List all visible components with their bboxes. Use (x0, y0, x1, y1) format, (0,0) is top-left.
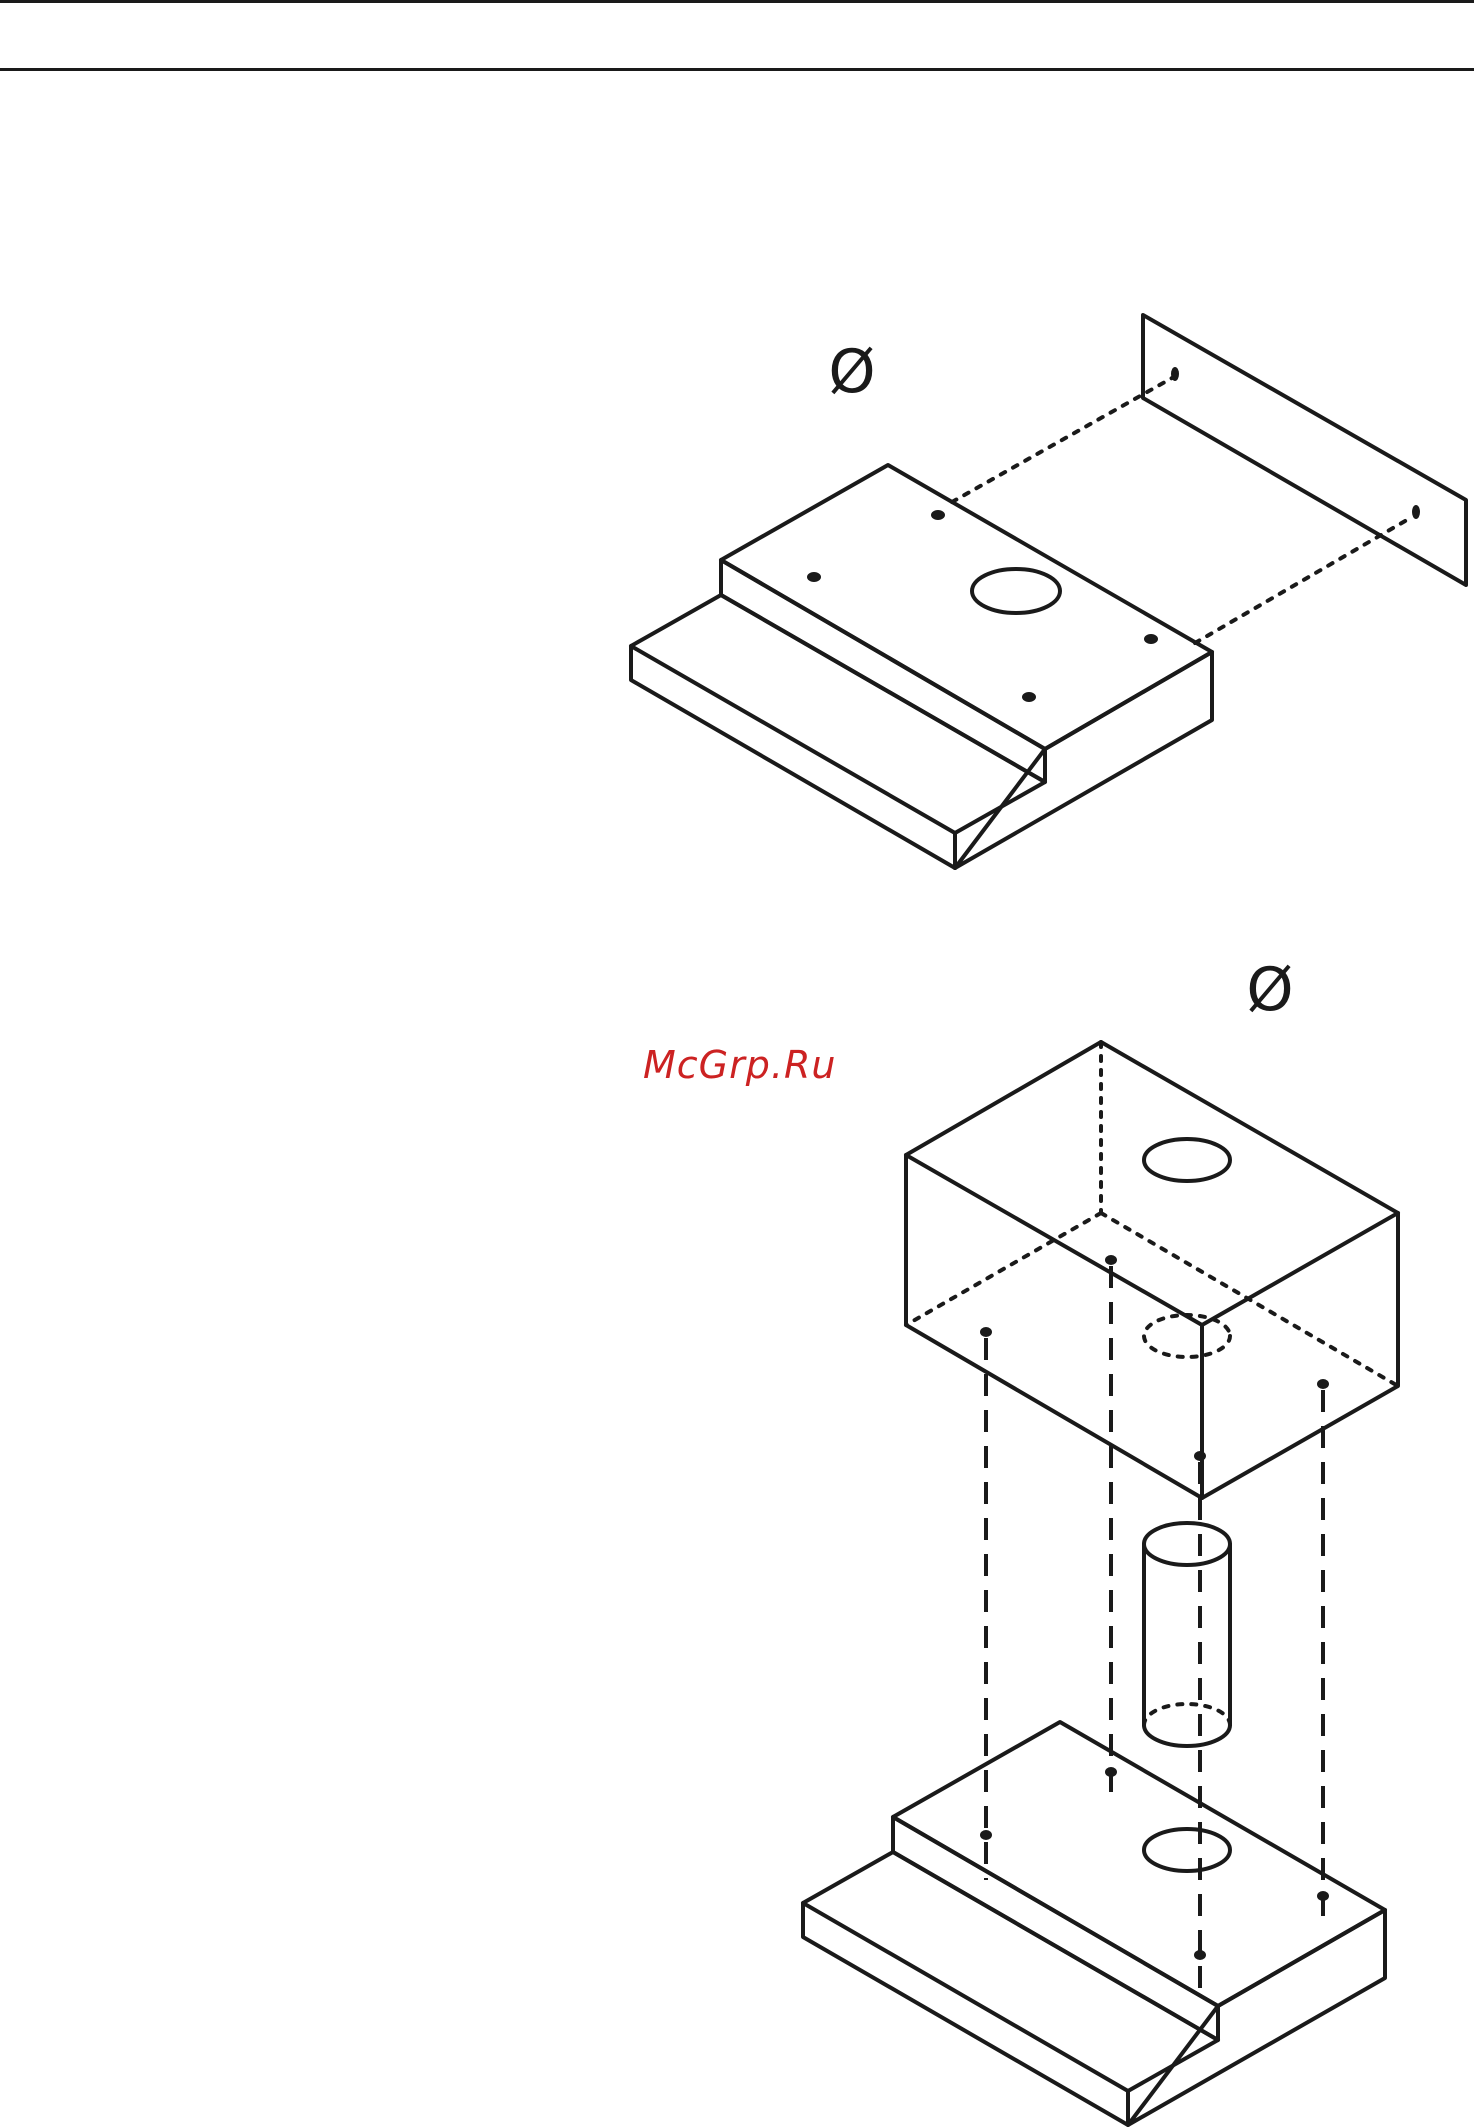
screw-point (1317, 1379, 1329, 1389)
screw-hole (807, 572, 821, 582)
figure-1-wall-mount: Ø (631, 315, 1466, 868)
mount-plate-top (893, 1722, 1385, 2006)
mount-plate-front (893, 1817, 1218, 2040)
wall-plate (1143, 315, 1466, 585)
box-hidden-edge (906, 1213, 1101, 1325)
cable-opening (1144, 1829, 1230, 1871)
screw-hole (980, 1830, 992, 1840)
screw-hole (1144, 634, 1158, 644)
base-slab-right-face (955, 652, 1212, 868)
screw-hole (1105, 1767, 1117, 1777)
screw-hole (1022, 692, 1036, 702)
base-slab-right-face (1128, 1910, 1385, 2125)
cylinder-bottom-front (1144, 1725, 1230, 1746)
screw-hole (1317, 1891, 1329, 1901)
cable-opening (972, 569, 1060, 613)
mount-plate-front (721, 560, 1045, 782)
alignment-line (1195, 517, 1412, 643)
cylinder-bottom-back (1144, 1704, 1230, 1725)
wall-screw-hole (1412, 505, 1420, 519)
base-slab-edge (631, 646, 955, 833)
alignment-line (952, 378, 1172, 502)
base-slab (803, 1852, 1218, 2125)
screw-hole (931, 510, 945, 520)
box-bottom-opening (1144, 1315, 1230, 1357)
screw-point (1194, 1451, 1206, 1461)
diameter-symbol: Ø (828, 337, 875, 407)
base-slab (631, 595, 1045, 868)
screw-hole (1194, 1950, 1206, 1960)
base-slab-edge (803, 1903, 1128, 2091)
watermark-text: McGrp.Ru (643, 1043, 836, 1087)
screw-point (980, 1327, 992, 1337)
diameter-symbol: Ø (1246, 955, 1293, 1025)
figure-2-ceiling-mount: Ø (803, 955, 1398, 2125)
screw-point (1105, 1255, 1117, 1265)
mount-plate-top (721, 465, 1212, 749)
cylinder-spacer (1144, 1523, 1230, 1746)
box-top-opening (1144, 1139, 1230, 1181)
cylinder-top (1144, 1523, 1230, 1565)
